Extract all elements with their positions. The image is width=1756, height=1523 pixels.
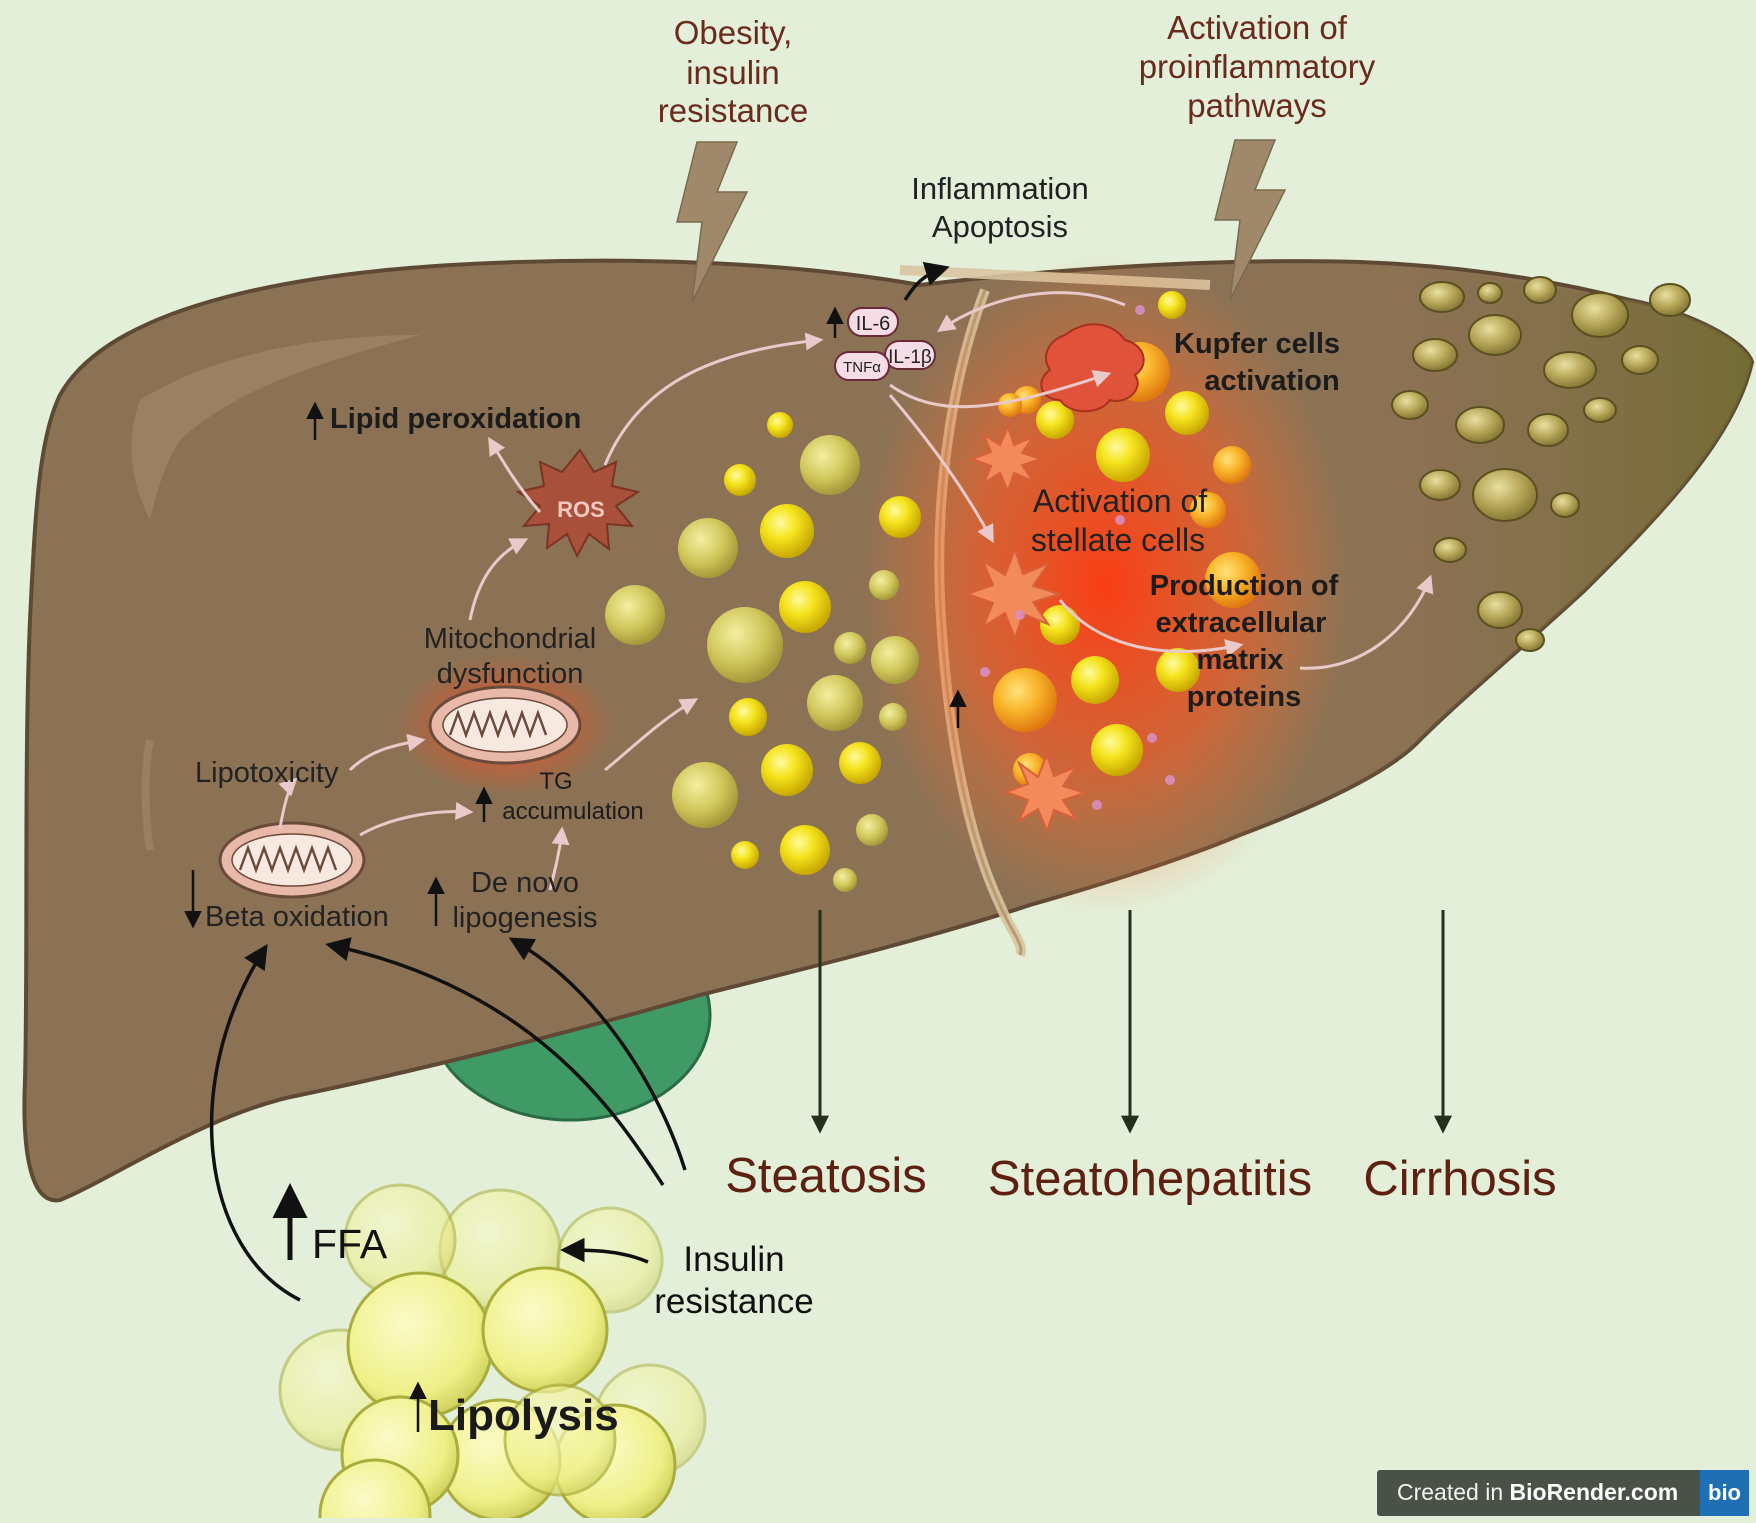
obesity-line-1: Obesity,	[674, 14, 793, 51]
mitochondrion-icon	[428, 685, 582, 765]
stage-cirrhosis: Cirrhosis	[1363, 1152, 1556, 1206]
kupfer-line-2: activation	[1204, 365, 1339, 397]
steatosis-droplets	[605, 412, 921, 892]
cytokine-il1b: IL-1β	[884, 340, 936, 370]
biorender-badge	[1377, 1470, 1749, 1516]
cytokine-tnfa-label: TNFα	[843, 359, 881, 376]
ecm-line-3: matrix	[1196, 644, 1283, 676]
ros-burst-icon	[515, 448, 641, 559]
kupfer-line-1: Kupfer cells	[1174, 328, 1340, 360]
stage-arrows	[811, 910, 1452, 1134]
black-arrows	[209, 261, 950, 1302]
cytokine-il1b-label: IL-1β	[888, 347, 932, 368]
ecm-line-1: Production of	[1150, 570, 1339, 602]
lipid-peroxidation-label: Lipid peroxidation	[330, 403, 581, 435]
immune-dots	[980, 305, 1175, 810]
proinflammatory-line-1: Activation of	[1167, 9, 1348, 46]
pathway-arrows	[278, 291, 1434, 891]
cirrhosis-nodules	[1391, 276, 1691, 652]
ecm-line-2: extracellular	[1156, 607, 1327, 639]
kupffer-cell-icon	[1040, 323, 1145, 413]
badge-prefix: Created in	[1397, 1479, 1510, 1505]
mito-dysfunction-line-1: Mitochondrial	[424, 623, 596, 655]
ffa-label: FFA	[312, 1221, 388, 1267]
proinflammatory-line-3: pathways	[1187, 87, 1326, 124]
inflammation-label: Inflammation Apoptosis	[911, 171, 1088, 244]
mitochondrion-icon	[218, 821, 366, 899]
ecm-line-4: proteins	[1187, 681, 1301, 713]
lightning-icon	[676, 141, 749, 303]
inflammation-glow	[860, 255, 1350, 915]
liver-shine	[141, 739, 154, 851]
obesity-label: Obesity, insulin resistance	[658, 14, 808, 129]
biorender-logo: bio	[1700, 1470, 1749, 1516]
obesity-line-2: insulin	[686, 54, 780, 91]
stellate-cell-icon	[963, 424, 1089, 834]
stage-steatohepatitis: Steatohepatitis	[988, 1152, 1312, 1206]
lipotoxicity-label: Lipotoxicity	[195, 757, 339, 789]
beta-oxidation-label: Beta oxidation	[205, 901, 389, 933]
insulin-resistance-line-1: Insulin	[683, 1240, 784, 1279]
mito-dysfunction-line-2: dysfunction	[437, 658, 584, 690]
proinflammatory-line-2: proinflammatory	[1139, 48, 1376, 85]
small-indicator-arrows	[184, 306, 967, 1432]
cytokine-tnfa: TNFα	[834, 351, 890, 381]
cytokine-il6: IL-6	[847, 307, 899, 337]
biorender-badge-text: Created in BioRender.com	[1397, 1479, 1678, 1506]
obesity-line-3: resistance	[658, 92, 808, 129]
inflammation-line-2: Apoptosis	[932, 209, 1068, 244]
cirrhotic-lobe	[1300, 262, 1752, 815]
stellate-line-1: Activation of	[1033, 483, 1207, 519]
proinflammatory-label: Activation of proinflammatory pathways	[1139, 9, 1376, 124]
de-novo-line-2: lipogenesis	[452, 902, 597, 934]
lightning-icon	[1214, 139, 1287, 301]
cytokine-il6-label: IL-6	[856, 313, 890, 335]
lipolysis-label: Lipolysis	[428, 1391, 619, 1440]
de-novo-line-1: De novo	[471, 867, 579, 899]
stellate-line-2: stellate cells	[1031, 522, 1205, 558]
insulin-resistance-line-2: resistance	[654, 1282, 814, 1321]
badge-brand: BioRender.com	[1509, 1479, 1679, 1505]
tg-accumulation-line-1: TG	[539, 768, 572, 795]
tg-accumulation-line-2: accumulation	[502, 798, 643, 825]
inflammation-line-1: Inflammation	[911, 171, 1088, 206]
liver-highlight	[131, 335, 421, 520]
stage-steatosis: Steatosis	[725, 1149, 927, 1203]
ros-label: ROS	[557, 497, 605, 522]
